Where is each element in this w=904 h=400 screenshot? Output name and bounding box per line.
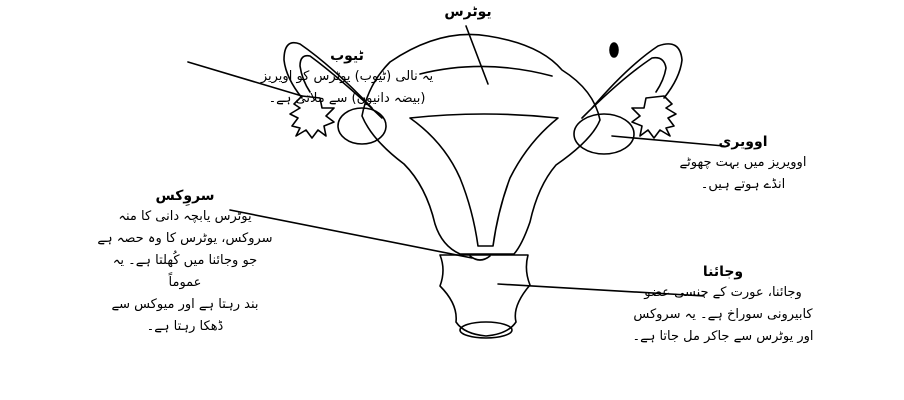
uterus-title: یوٹرس <box>428 2 508 22</box>
right-ovary <box>574 114 634 154</box>
ovary-description: اوویریز میں بہت چھوٹے انڈے ہوتے ہیں۔ <box>658 152 828 196</box>
uterus-label: یوٹرس <box>428 2 508 22</box>
ovary-title: اوویری <box>658 132 828 152</box>
vagina-description: وجائنا، عورت کے جنسی عضو کابیرونی سوراخ … <box>624 282 822 348</box>
cervix-label: سروِکس یوٹرس یابچہ دانی کا منہ سروکس، یو… <box>96 186 274 338</box>
cervix-inner <box>470 256 490 260</box>
cervix-title: سروِکس <box>96 186 274 206</box>
cervix-description: یوٹرس یابچہ دانی کا منہ سروکس، یوٹرس کا … <box>96 206 274 338</box>
tube-description: یہ نالی (ٹیوب) یوٹرس کو اویریز (بیضہ دان… <box>232 66 462 110</box>
vagina-title: وجائنا <box>624 262 822 282</box>
tube-label: ٹیوب یہ نالی (ٹیوب) یوٹرس کو اویریز (بیض… <box>232 46 462 110</box>
uterus-cavity <box>410 114 558 246</box>
ovary-label: اوویری اوویریز میں بہت چھوٹے انڈے ہوتے ہ… <box>658 132 828 196</box>
tube-title: ٹیوب <box>232 46 462 66</box>
right-tube-outer <box>592 44 682 108</box>
cervix-vagina-outline <box>440 255 530 336</box>
right-tube-inner <box>582 58 666 118</box>
right-tube-tip <box>610 43 618 57</box>
vagina-label: وجائنا وجائنا، عورت کے جنسی عضو کابیرونی… <box>624 262 822 348</box>
